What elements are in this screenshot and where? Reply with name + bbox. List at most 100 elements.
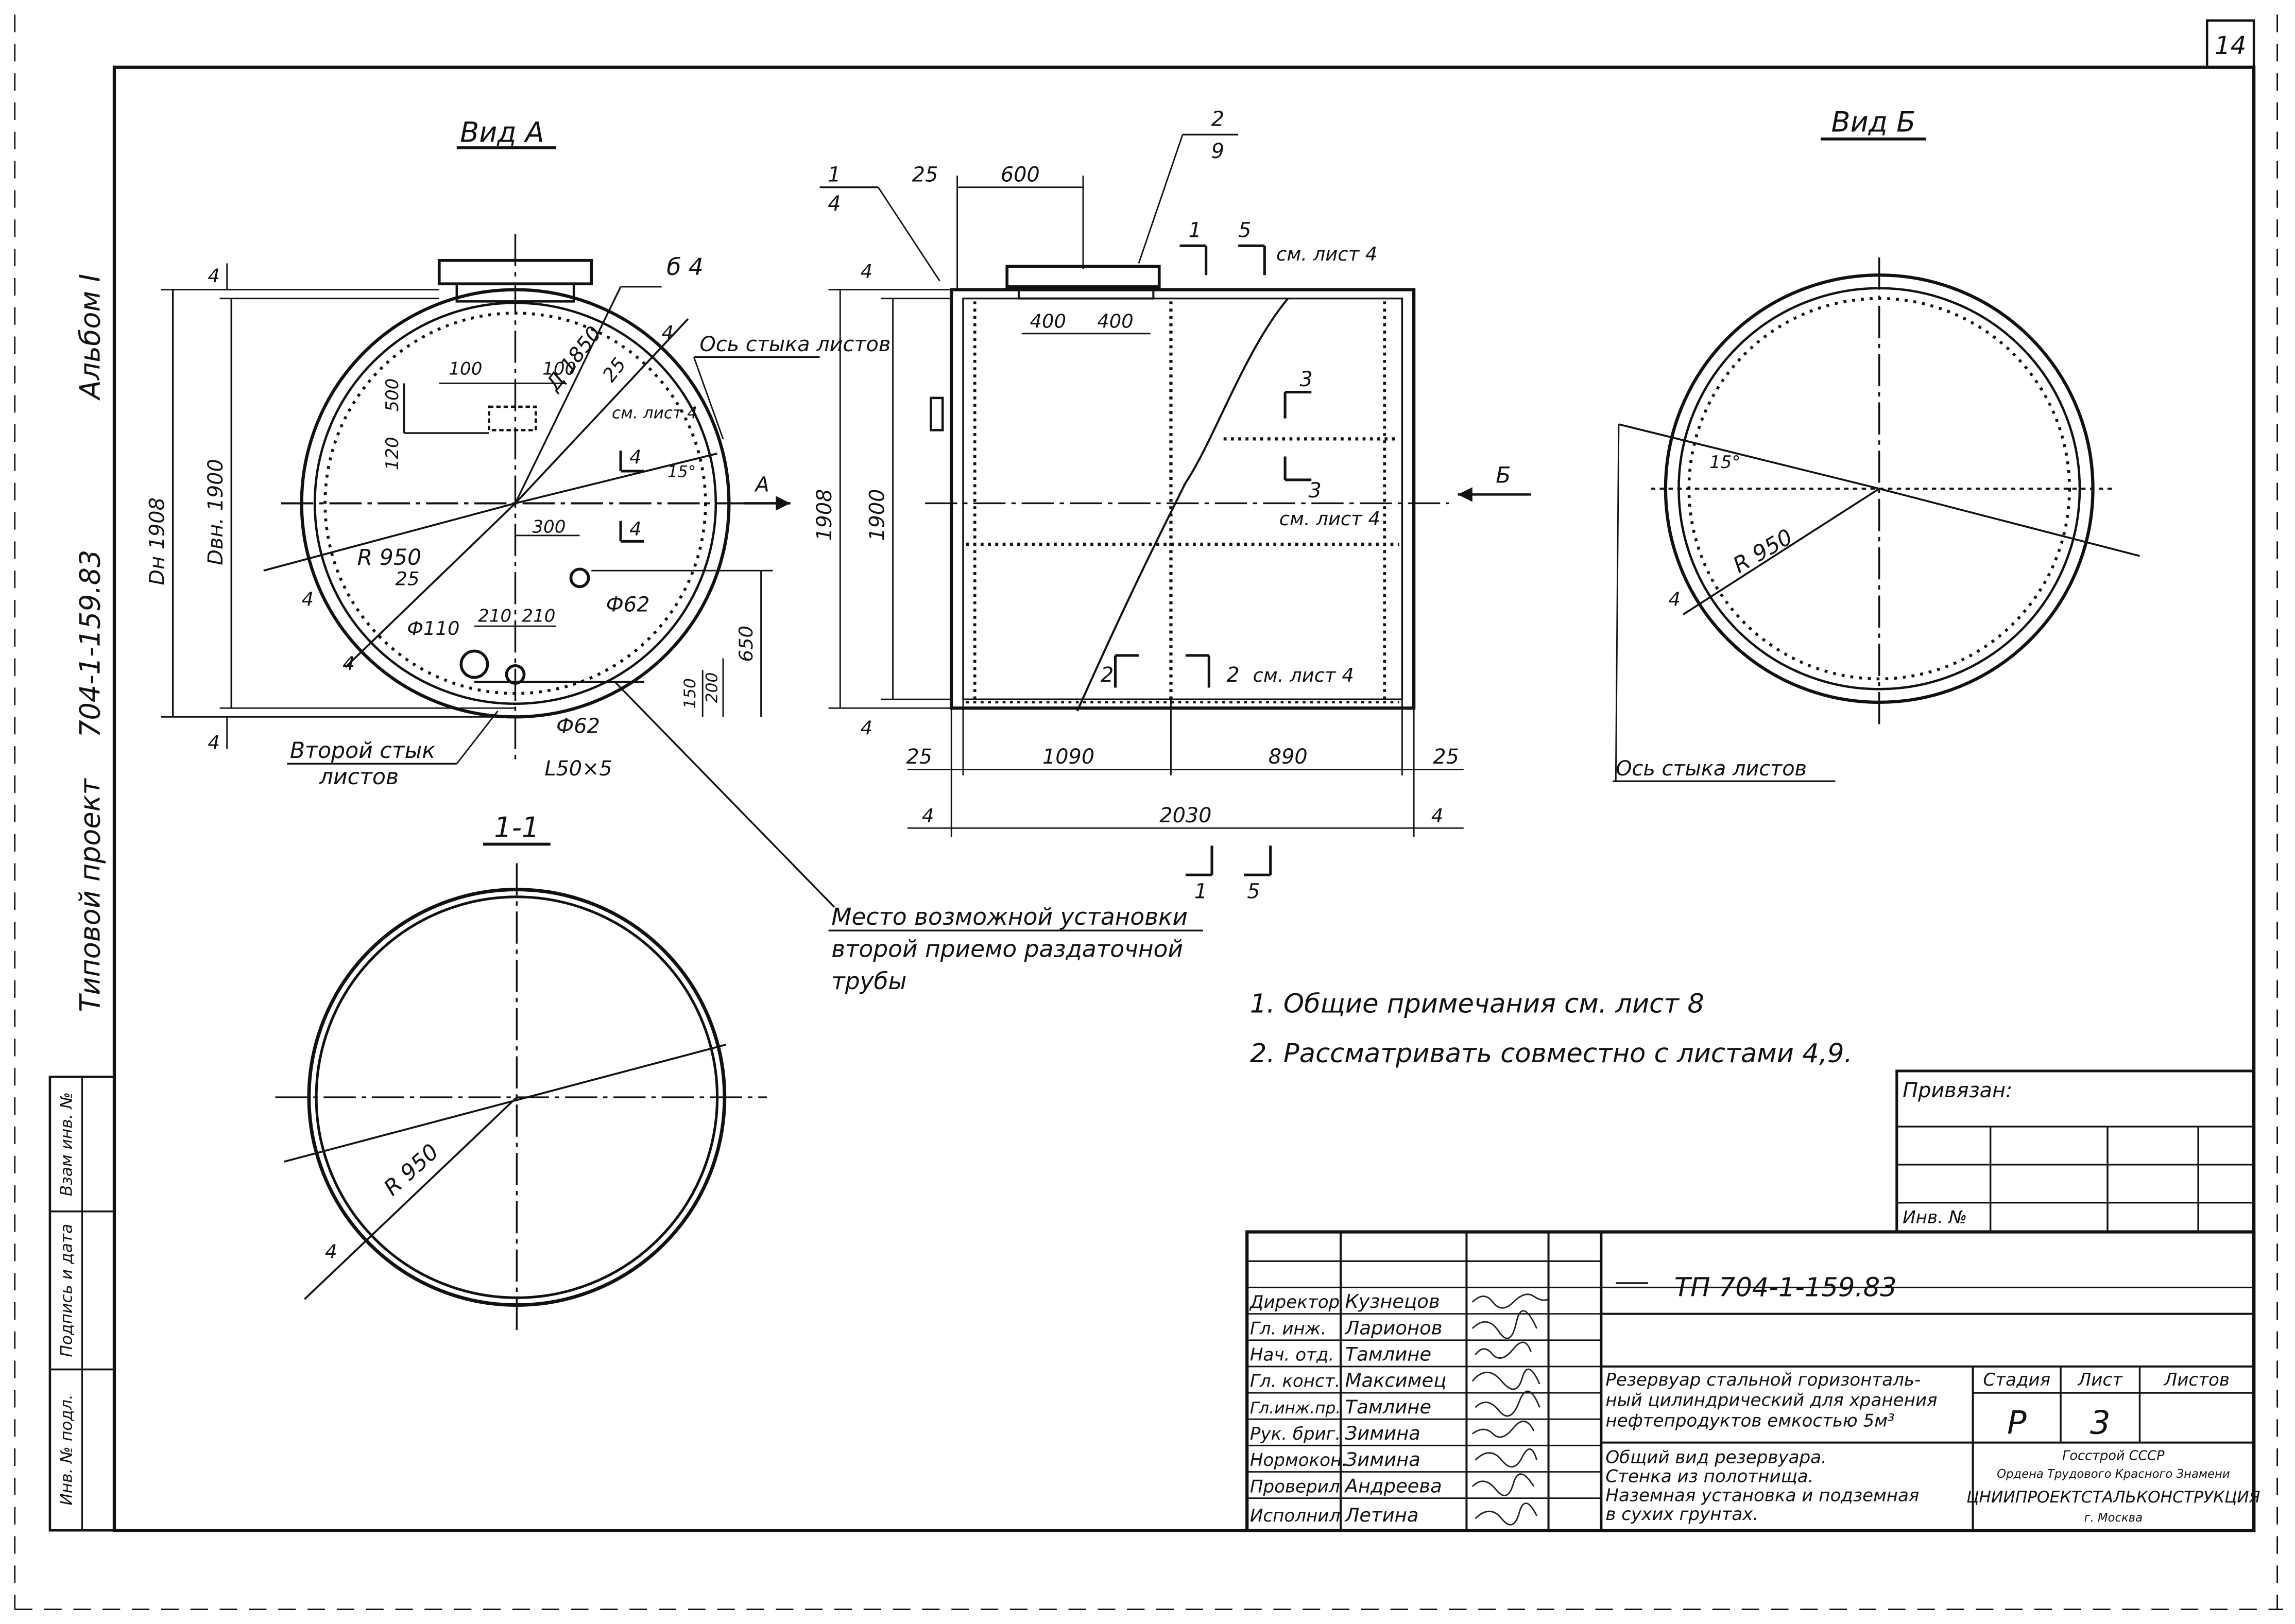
side-section-1-bottom: 1 xyxy=(1194,880,1207,904)
view-a-d-inner: Dвн. 1900 xyxy=(204,459,228,565)
side-section-2-right: 2 xyxy=(1226,663,1239,687)
side-view-manhole xyxy=(1005,265,1161,288)
view-a-hole-62b xyxy=(505,664,526,685)
view-a-angle-15: 15° xyxy=(667,462,696,481)
title-line-2: ный цилиндрический для хранения xyxy=(1605,1390,1937,1411)
title-line-1: Резервуар стальной горизонталь- xyxy=(1605,1370,1921,1390)
view-b-angle: 15° xyxy=(1709,452,1740,473)
view-b: Вид Б 15° R 950 4 Ось стыка листов xyxy=(1613,106,2140,783)
stage-label: Стадия xyxy=(1983,1370,2050,1390)
sheet-desc-2: Стенка из полотнища. xyxy=(1605,1466,1813,1487)
project-type-label: Типовой проект xyxy=(74,778,107,1012)
sheet-desc-3: Наземная установка и подземная xyxy=(1605,1485,1919,1506)
view-a-arrow-label: А xyxy=(753,473,769,497)
view-a-axis-joint: Ось стыка листов xyxy=(700,333,891,356)
view-a-d-outer: Dн 1908 xyxy=(146,497,169,585)
name-3: Максимец xyxy=(1345,1370,1447,1392)
notes: 1. Общие примечания см. лист 8 2. Рассма… xyxy=(1250,989,1853,1069)
second-pipe-line-1: Место возможной установки xyxy=(831,903,1188,930)
name-1: Ларионов xyxy=(1344,1317,1443,1339)
name-8: Летина xyxy=(1344,1504,1419,1526)
side-dim-400a: 400 xyxy=(1030,310,1066,332)
side-section-3-top: 3 xyxy=(1300,368,1313,391)
view-a-b4: б 4 xyxy=(666,253,703,281)
org-line-4: г. Москва xyxy=(2084,1511,2143,1525)
note-1: 1. Общие примечания см. лист 8 xyxy=(1250,989,1704,1019)
name-6: Зимина xyxy=(1345,1448,1420,1471)
side-dim-4-br: 4 xyxy=(1431,805,1444,827)
side-arrow-b: Б xyxy=(1496,463,1511,489)
view-a-hole-62b-label: Ф62 xyxy=(556,715,600,738)
name-4: Тамлине xyxy=(1345,1396,1431,1418)
second-pipe-leader xyxy=(614,681,835,908)
view-a-dim-4-top: 4 xyxy=(208,265,220,287)
sheet-desc-4: в сухих грунтах. xyxy=(1605,1504,1758,1525)
second-pipe-line-3: трубы xyxy=(831,968,906,995)
side-dim-25-top: 25 xyxy=(912,163,938,186)
role-8: Исполнил xyxy=(1250,1506,1340,1526)
callout-1-4-num: 1 xyxy=(828,163,841,186)
view-a-dim-4-left: 4 xyxy=(302,588,314,610)
role-0: Директор xyxy=(1249,1292,1340,1312)
section-1-1-r950: R 950 xyxy=(379,1139,444,1201)
drawing-frame xyxy=(112,65,2256,1532)
name-5: Зимина xyxy=(1345,1422,1420,1444)
view-a-dim-210a: 210 xyxy=(478,606,511,627)
view-b-thickness: 4 xyxy=(1669,588,1681,610)
side-dim-4-bl: 4 xyxy=(922,805,934,827)
side-section-1-top: 1 xyxy=(1189,218,1202,242)
view-a-dim-210b: 210 xyxy=(522,606,555,627)
role-4: Гл.инж.пр. xyxy=(1250,1399,1341,1418)
view-a-dim-100a: 100 xyxy=(449,358,482,379)
signatures xyxy=(1471,1293,1549,1526)
view-a-section-4b: 4 xyxy=(629,518,642,540)
privyazan-block: Привязан: Инв. № xyxy=(1895,1069,2255,1234)
callout-2-9-den: 9 xyxy=(1211,140,1224,163)
view-a-dim-200: 200 xyxy=(703,672,722,703)
side-dim-600: 600 xyxy=(1001,163,1040,186)
side-section-2-left: 2 xyxy=(1101,663,1114,687)
view-a-second-joint-1: Второй стык xyxy=(290,738,435,764)
side-dim-890: 890 xyxy=(1269,745,1308,769)
view-a-dim-650: 650 xyxy=(735,626,757,662)
role-7: Проверил xyxy=(1250,1476,1340,1497)
side-dim-2030: 2030 xyxy=(1159,804,1211,827)
view-a-dim-25b: 25 xyxy=(395,568,419,590)
side-see-sheet-4b: см. лист 4 xyxy=(1279,508,1380,530)
view-a-see-sheet: см. лист 4 xyxy=(612,404,697,423)
view-a-dim-4-bottom: 4 xyxy=(208,732,220,754)
side-see-sheet-4a: см. лист 4 xyxy=(1276,243,1377,265)
side-dim-4-bottom: 4 xyxy=(861,717,873,739)
stamp-replace-inv: Взам инв. № xyxy=(58,1092,76,1196)
view-a-dim-120: 120 xyxy=(382,437,403,470)
sheets-label: Листов xyxy=(2163,1370,2230,1390)
view-a-hole-110-label: Ф110 xyxy=(407,617,459,640)
page-number: 14 xyxy=(2215,31,2246,60)
side-dim-25-bl: 25 xyxy=(906,745,932,769)
view-a-second-joint-2: листов xyxy=(319,764,399,790)
view-a-dim-4-right: 4 xyxy=(662,322,674,344)
view-a-r950: R 950 xyxy=(357,545,421,571)
title-block: Директор Кузнецов Гл. инж. Ларионов Нач.… xyxy=(1245,1230,2260,1532)
view-a-dim-300: 300 xyxy=(532,516,566,537)
org-line-3: ЦНИИПРОЕКТСТАЛЬКОНСТРУКЦИЯ xyxy=(1966,1488,2260,1507)
side-dim-400b: 400 xyxy=(1097,310,1133,332)
role-5: Рук. бриг. xyxy=(1250,1424,1341,1444)
callout-2-9-num: 2 xyxy=(1211,107,1224,131)
org-line-1: Госстрой СССР xyxy=(2062,1448,2165,1464)
view-a-dim-150: 150 xyxy=(681,678,699,709)
side-view: 25 600 400 400 1 4 2 9 1 5 см. лист 4 3 … xyxy=(813,107,1531,904)
view-a-dim-100b: 100 xyxy=(542,358,576,379)
section-1-1-title: 1-1 xyxy=(494,811,539,843)
note-2: 2. Рассматривать совместно с листами 4,9… xyxy=(1250,1039,1853,1069)
sheet-label: Лист xyxy=(2077,1370,2123,1390)
view-a-dim-25a: 25 xyxy=(598,354,630,386)
designation-label: 704-1-159.83 xyxy=(74,550,107,738)
view-a-dim-4-left2: 4 xyxy=(342,652,355,675)
second-pipe-callout: Место возможной установки второй приемо … xyxy=(828,903,1203,995)
side-dim-1090: 1090 xyxy=(1042,745,1094,769)
org-line-2: Ордена Трудового Красного Знамени xyxy=(1997,1467,2230,1481)
view-a-dim-500: 500 xyxy=(382,378,403,412)
view-a-hole-62a xyxy=(569,567,590,589)
